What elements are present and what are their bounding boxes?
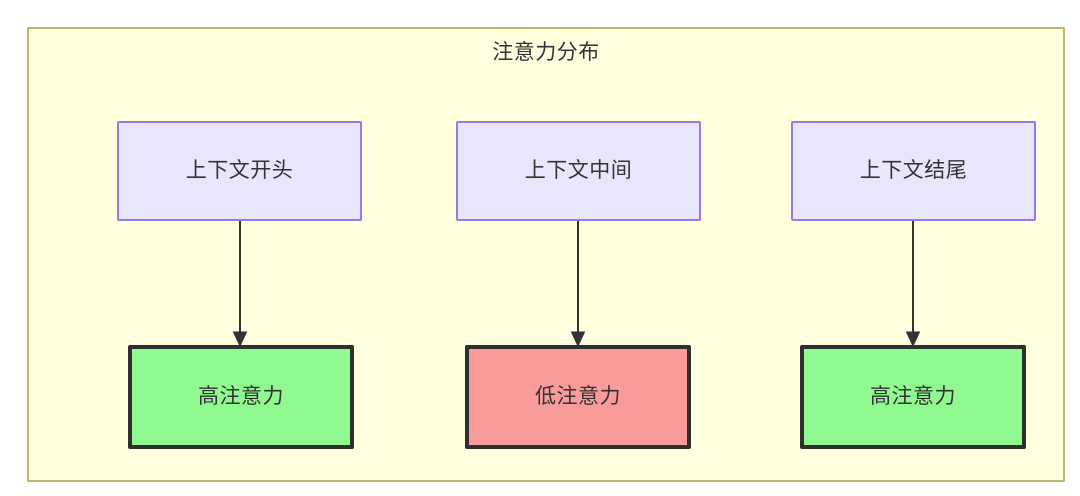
- node-high-attention-start[interactable]: 高注意力: [128, 345, 354, 449]
- node-context-end[interactable]: 上下文结尾: [791, 121, 1036, 221]
- node-context-middle[interactable]: 上下文中间: [456, 121, 701, 221]
- node-low-attention-middle[interactable]: 低注意力: [465, 345, 691, 449]
- node-high-attention-end[interactable]: 高注意力: [800, 345, 1026, 449]
- node-context-start[interactable]: 上下文开头: [117, 121, 362, 221]
- edge-context-middle-to-low-attention: [570, 221, 586, 348]
- edge-context-start-to-high-attention: [232, 221, 248, 348]
- subgraph-title: 注意力分布: [492, 41, 600, 64]
- edge-context-end-to-high-attention: [905, 221, 921, 348]
- attention-distribution-subgraph: 注意力分布 上下文开头 上下文中间 上下文结尾 高注意力 低注意力 高注意力: [27, 27, 1065, 482]
